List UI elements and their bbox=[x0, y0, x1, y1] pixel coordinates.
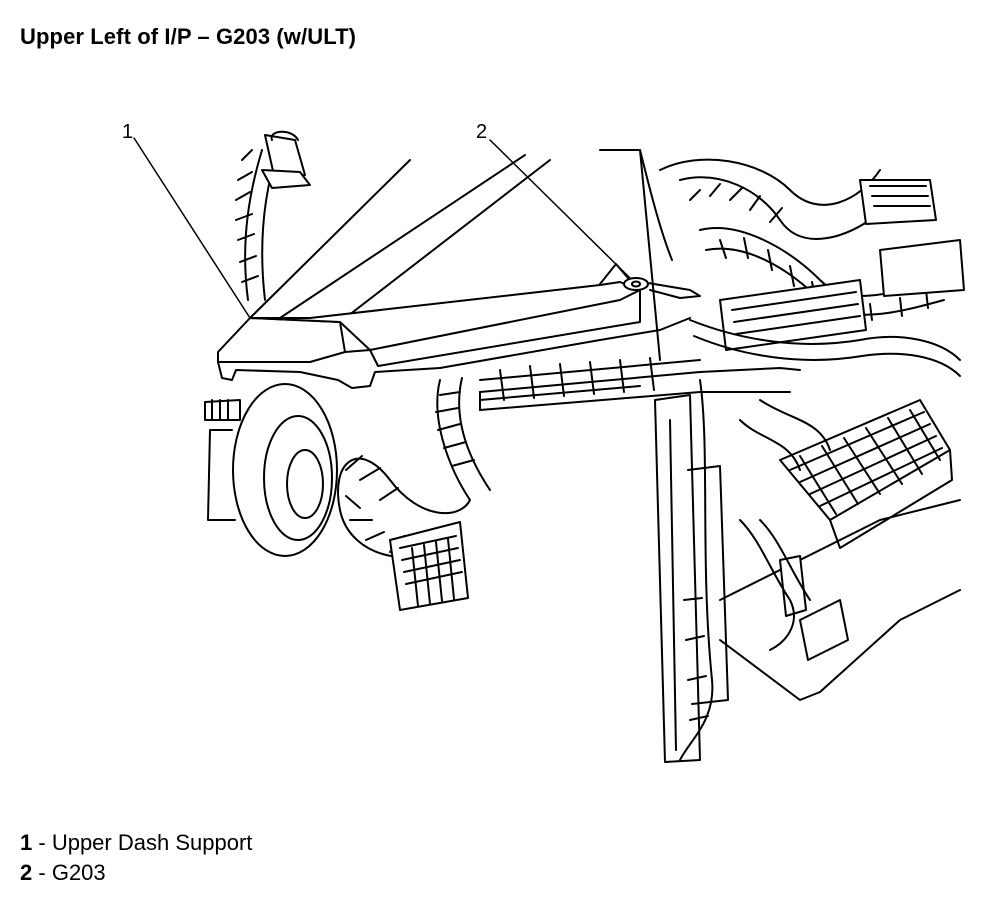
lower-right-housing bbox=[719, 499, 961, 701]
legend-item: 2 - G203 bbox=[20, 858, 252, 888]
multi-pin-connector-right bbox=[739, 399, 953, 549]
callout-1-number: 1 bbox=[122, 121, 133, 143]
callout-leaders bbox=[133, 137, 631, 319]
legend-item: 1 - Upper Dash Support bbox=[20, 828, 252, 858]
legend-number: 2 bbox=[20, 860, 33, 885]
convoluted-harness-middle bbox=[337, 357, 701, 558]
callout-2-number: 2 bbox=[476, 121, 487, 143]
legend-label: G203 bbox=[51, 860, 106, 885]
upper-dash-support bbox=[217, 154, 801, 411]
upper-right-harness-assembly bbox=[599, 149, 965, 377]
vertical-bracket bbox=[654, 379, 729, 763]
legend-separator: - bbox=[38, 830, 46, 855]
round-component bbox=[204, 383, 338, 557]
legend-separator: - bbox=[38, 860, 46, 885]
legend-number: 1 bbox=[20, 830, 33, 855]
legend-label: Upper Dash Support bbox=[51, 830, 253, 855]
vertical-harness-left bbox=[235, 130, 311, 301]
legend: 1 - Upper Dash Support 2 - G203 bbox=[20, 828, 252, 888]
connector-block-middle bbox=[389, 521, 469, 611]
diagram-title: Upper Left of I/P – G203 (w/ULT) bbox=[20, 24, 357, 49]
